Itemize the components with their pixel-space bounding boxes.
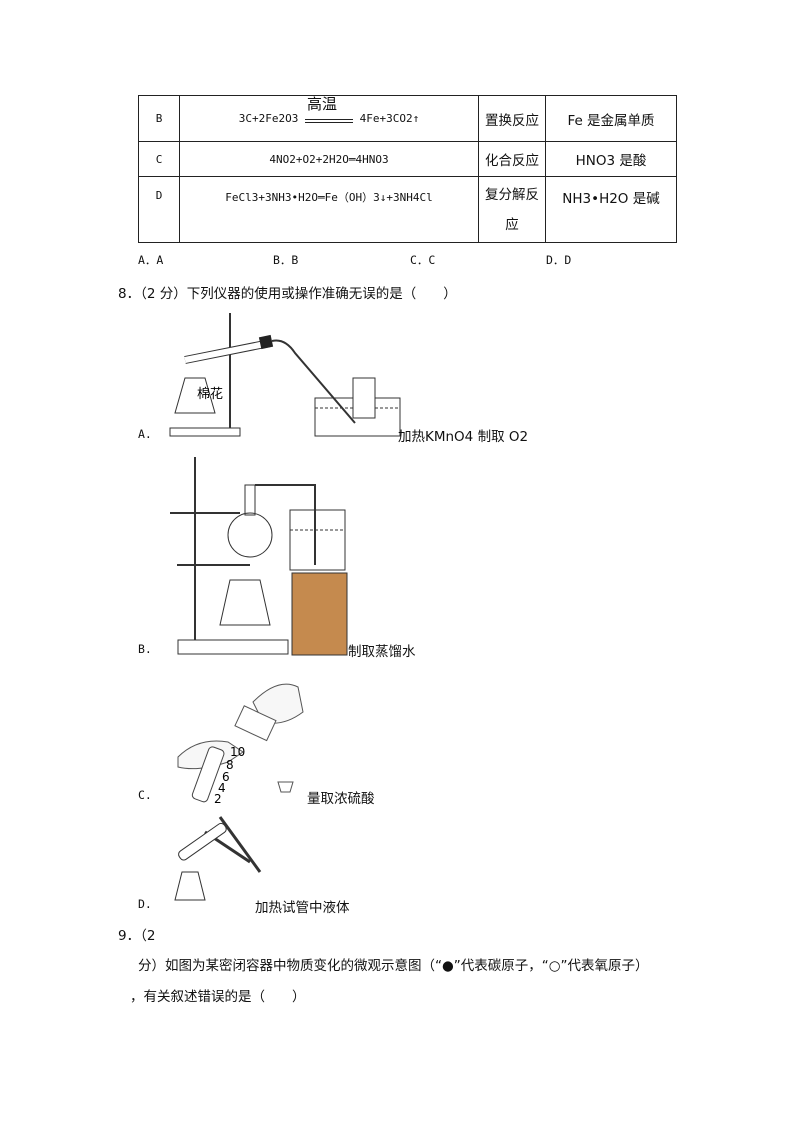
q8-option-d-caption: 加热试管中液体	[255, 900, 350, 916]
equation-right: 4Fe+3CO2↑	[359, 112, 420, 125]
q9-line1: 9．（2	[118, 928, 156, 944]
q7-option-d: D．D	[546, 253, 572, 267]
scale-8: 8	[226, 758, 234, 772]
q8-stem: 8．（2 分）下列仪器的使用或操作准确无误的是（ ）	[118, 286, 457, 302]
note-cell: HNO3 是酸	[545, 141, 677, 177]
scale-10: 10	[230, 745, 245, 759]
reaction-type: 置换反应	[478, 95, 546, 142]
reaction-type: 化合反应	[478, 141, 546, 177]
scale-2: 2	[214, 792, 222, 806]
table-row: B 3C+2Fe2O3 高温 4Fe+3CO2↑ 置换反应 Fe 是金属单质	[138, 95, 677, 142]
scale-4: 4	[218, 781, 226, 795]
distillation-apparatus-figure	[170, 457, 348, 656]
reaction-condition: 高温	[305, 95, 353, 123]
q9-line3: ，有关叙述错误的是（ ）	[130, 989, 306, 1005]
q7-option-b: B．B	[273, 253, 299, 267]
q9-line2: 分）如图为某密闭容器中物质变化的微观示意图（“●”代表碳原子，“○”代表氧原子）	[138, 958, 649, 974]
note-cell: Fe 是金属单质	[545, 95, 677, 142]
row-label: B	[138, 95, 180, 142]
q8-option-c-caption: 量取浓硫酸	[307, 791, 375, 807]
reaction-type: 复分解反 应	[478, 176, 546, 243]
scale-6: 6	[222, 770, 230, 784]
equation-cell: FeCl3+3NH3•H2O═Fe（OH）3↓+3NH4Cl	[179, 176, 479, 243]
reaction-type-line1: 复分解反	[485, 186, 539, 203]
heating-test-tube-figure	[174, 816, 262, 901]
q8-option-d-letter: D.	[138, 897, 152, 911]
kmno4-apparatus-figure: 棉花	[169, 313, 401, 437]
measuring-cylinder-figure: 10 8 6 4 2	[177, 683, 304, 806]
q7-option-c: C．C	[410, 253, 436, 267]
q8-option-b-letter: B.	[138, 642, 152, 656]
q7-option-a: A．A	[138, 253, 164, 267]
q8-option-a-letter: A.	[138, 427, 152, 441]
equation-cell: 3C+2Fe2O3 高温 4Fe+3CO2↑	[179, 95, 479, 142]
row-label: D	[138, 176, 180, 243]
condition-label: 高温	[307, 95, 338, 113]
reaction-table: B 3C+2Fe2O3 高温 4Fe+3CO2↑ 置换反应 Fe 是金属单质 C…	[138, 95, 677, 243]
table-row: D FeCl3+3NH3•H2O═Fe（OH）3↓+3NH4Cl 复分解反 应 …	[138, 176, 677, 243]
equation-left: 3C+2Fe2O3	[238, 112, 299, 125]
q8-option-c-letter: C.	[138, 788, 152, 802]
row-label: C	[138, 141, 180, 177]
note-cell: NH3•H2O 是碱	[545, 176, 677, 243]
q8-option-a-caption: 加热KMnO4 制取 O2	[398, 429, 529, 445]
equation-cell: 4NO2+O2+2H2O═4HNO3	[179, 141, 479, 177]
reaction-type-line2: 应	[505, 216, 519, 233]
q8-option-b-caption: 制取蒸馏水	[348, 644, 416, 660]
table-row: C 4NO2+O2+2H2O═4HNO3 化合反应 HNO3 是酸	[138, 141, 677, 177]
cotton-label: 棉花	[197, 386, 223, 402]
equals-sign	[305, 119, 353, 123]
